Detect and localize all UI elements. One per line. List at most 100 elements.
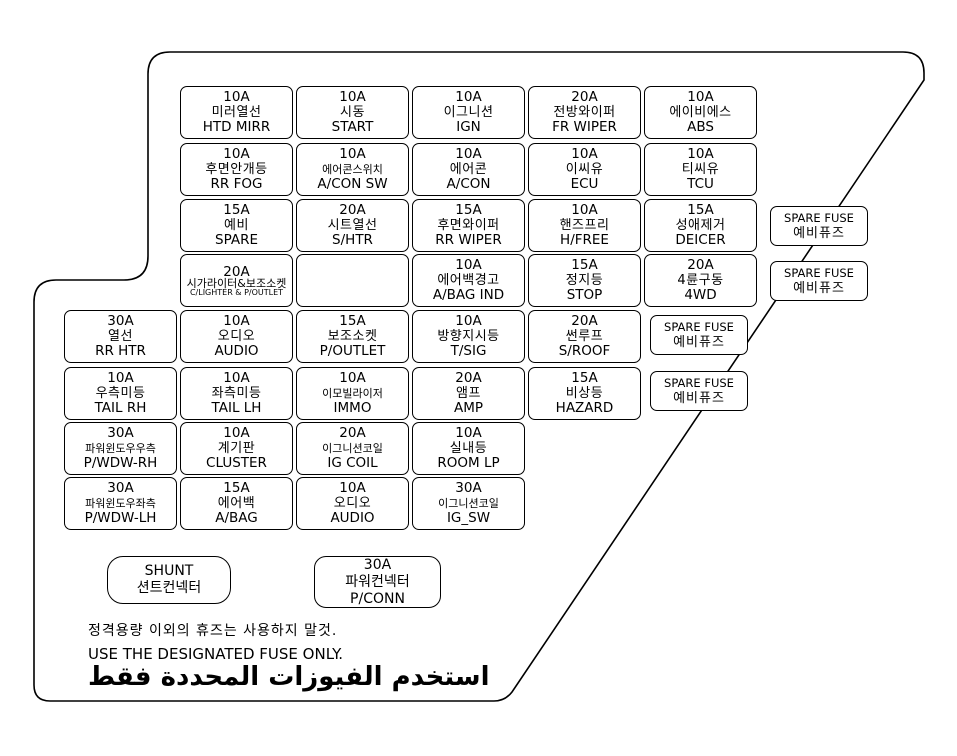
fuse-rating: 10A — [339, 370, 366, 386]
spare-fuse-korean-label: 예비퓨즈 — [673, 335, 725, 350]
fuse-rating: 15A — [223, 480, 250, 496]
korean-warning-note: 정격용량 이외의 휴즈는 사용하지 말것. — [88, 623, 338, 639]
fuse-label: FR WIPER — [552, 119, 617, 135]
fuse-korean-label: 방향지시등 — [437, 329, 500, 344]
fuse-rating: 10A — [223, 370, 250, 386]
fuse-rating: 15A — [339, 313, 366, 329]
fuse-korean-label: 앰프 — [456, 386, 481, 401]
arabic-warning-note: استخدم الفيوزات المحددة فقط — [88, 662, 490, 692]
fuse-korean-label: 후면와이퍼 — [437, 218, 500, 233]
fuse-korean-label: 시가라이터&보조소켓 — [186, 276, 287, 290]
fuse-label: HTD MIRR — [202, 119, 271, 135]
fuse-label: IMMO — [333, 400, 372, 416]
spare-fuse-label: SPARE FUSE — [784, 211, 854, 225]
fuse-label: S/ROOF — [558, 343, 611, 359]
fuse-korean-label: 우측미등 — [95, 386, 146, 401]
fuse-rating: 10A — [107, 370, 134, 386]
spare-fuse-label: SPARE FUSE — [664, 320, 734, 334]
fuse-rating: 10A — [223, 146, 250, 162]
fuse-rating: 15A — [571, 257, 598, 273]
fuse-rating: 30A — [107, 425, 134, 441]
fuse-label: RR WIPER — [435, 232, 502, 248]
fuse-korean-label: 에어백 — [217, 496, 256, 511]
fuse-label: TAIL LH — [211, 400, 262, 416]
fuse-korean-label: 오디오 — [217, 329, 256, 344]
fuse-korean-label: 성애제거 — [675, 218, 726, 233]
fuse-label: ABS — [687, 119, 714, 135]
spare-fuse-slot: SPARE FUSE 예비퓨즈 — [650, 371, 748, 411]
fuse-rating: 15A — [571, 370, 598, 386]
fuse-rating: 20A — [339, 202, 366, 218]
fuse-rating: 10A — [339, 89, 366, 105]
fuse-korean-label: 비상등 — [565, 386, 604, 401]
shunt-connector: SHUNT 션트컨넥터 — [107, 556, 231, 604]
fuse-label: ECU — [570, 176, 599, 192]
fuse-korean-label: 썬루프 — [565, 329, 604, 344]
fuse-rating: 10A — [455, 146, 482, 162]
english-warning-note: USE THE DESIGNATED FUSE ONLY. — [88, 645, 343, 663]
fuse-label: RR HTR — [95, 343, 146, 359]
fuse-label: S/HTR — [332, 232, 373, 248]
fuse-label: P/OUTLET — [319, 343, 386, 359]
fuse-korean-label: 오디오 — [333, 496, 372, 511]
fuse-rating: 30A — [107, 480, 134, 496]
fuse-label: A/CON SW — [317, 176, 388, 192]
fuse-label: T/SIG — [450, 343, 487, 359]
fuse-label: TAIL RH — [94, 400, 147, 416]
fuse-rating: 10A — [455, 89, 482, 105]
fuse-korean-label: 파워윈도우좌측 — [85, 497, 156, 510]
fuse-korean-label: 이그니션코일 — [322, 442, 383, 455]
fuse-label: AUDIO — [330, 510, 375, 526]
fuse-rating: 10A — [687, 89, 714, 105]
fuse-korean-label: 시트열선 — [327, 218, 378, 233]
fuse-korean-label: 미러열선 — [211, 105, 262, 120]
fuse-label: DEICER — [675, 232, 726, 248]
fuse-rating: 10A — [455, 313, 482, 329]
fuse-korean-label: 좌측미등 — [211, 386, 262, 401]
fuse-korean-label: 4륜구동 — [677, 273, 724, 288]
fuse-rating: 10A — [339, 480, 366, 496]
fuse-label: SPARE — [215, 232, 258, 248]
fuse-korean-label: 에어백경고 — [437, 273, 500, 288]
fuse-label: AUDIO — [214, 343, 259, 359]
fuse-korean-label: 파워윈도우우측 — [85, 442, 156, 455]
fuse-korean-label: 전방와이퍼 — [553, 105, 616, 120]
fuse-label: IG COIL — [327, 455, 378, 471]
fuse-rating: 20A — [339, 425, 366, 441]
fuse-label: STOP — [566, 287, 603, 303]
fuse-label: TCU — [687, 176, 714, 192]
fuse-label: A/CON — [446, 176, 491, 192]
power-connector: 30A 파워컨넥터 P/CONN — [314, 556, 441, 608]
fuse-korean-label: 후면안개등 — [205, 162, 268, 177]
fuse-rating: 20A — [571, 89, 598, 105]
spare-fuse-slot: SPARE FUSE 예비퓨즈 — [770, 206, 868, 246]
fuse-rating: 20A — [455, 370, 482, 386]
spare-fuse-slot: SPARE FUSE 예비퓨즈 — [770, 261, 868, 301]
fuse-korean-label: 예비 — [224, 218, 249, 233]
fuse-korean-label: 이씨유 — [565, 162, 604, 177]
fuse-label: 4WD — [684, 287, 717, 303]
fuse-rating: 20A — [571, 313, 598, 329]
fuse-korean-label: 티씨유 — [681, 162, 720, 177]
fuse-korean-label: 이그니션 — [443, 105, 494, 120]
fuse-korean-label: 시동 — [340, 105, 365, 120]
fuse-korean-label: 정지등 — [565, 273, 604, 288]
fuse-korean-label: 실내등 — [449, 441, 488, 456]
